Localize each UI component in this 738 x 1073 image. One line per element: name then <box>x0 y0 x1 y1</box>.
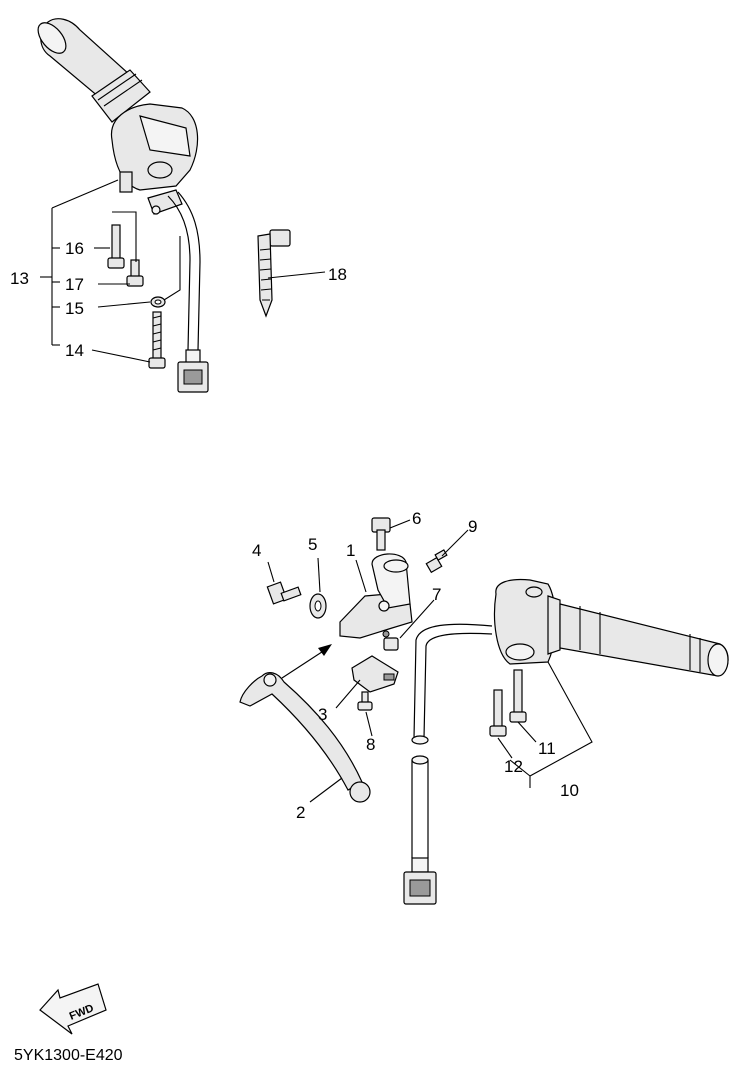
part-15-washer <box>150 296 166 308</box>
fwd-arrow-icon: FWD <box>39 983 107 1035</box>
callout-14: 14 <box>65 341 84 360</box>
callout-17: 17 <box>65 275 84 294</box>
right-switch-cable <box>403 623 493 905</box>
part-2-clutch-lever <box>239 644 371 803</box>
left-grip <box>37 18 151 123</box>
callout-11: 11 <box>538 739 556 758</box>
part-9-screw <box>425 549 448 574</box>
callout-13: 13 <box>10 269 29 288</box>
bottom-leaders <box>267 519 593 803</box>
part-14-bolt <box>148 311 166 369</box>
part-11-bolt <box>509 669 527 723</box>
part-5-locknut <box>309 593 327 619</box>
callout-10: 10 <box>560 781 579 800</box>
group-13-bracket <box>40 179 326 363</box>
callout-9: 9 <box>468 517 477 536</box>
callout-18: 18 <box>328 265 347 284</box>
callout-4: 4 <box>252 541 261 560</box>
part-16-screw <box>107 224 125 269</box>
part-17-screw <box>126 259 144 287</box>
part-7-nut <box>383 637 399 651</box>
callout-7: 7 <box>432 585 441 604</box>
callout-12: 12 <box>504 757 523 776</box>
right-switch-housing <box>493 578 561 665</box>
part-3-switch <box>351 655 399 693</box>
left-switch-cable <box>167 191 209 393</box>
callout-16: 16 <box>65 239 84 258</box>
part-4-adjuster-bolt <box>266 581 302 605</box>
part-8-screw <box>357 691 373 711</box>
part-1-lever-holder <box>339 553 413 639</box>
right-grip <box>559 603 729 677</box>
part-6-bolt <box>371 517 391 551</box>
callout-1: 1 <box>346 541 355 560</box>
diagram-code: 5YK1300-E420 <box>14 1047 123 1064</box>
callout-6: 6 <box>412 509 421 528</box>
part-18-cable-tie <box>257 229 291 318</box>
callout-15: 15 <box>65 299 84 318</box>
part-12-bolt <box>489 689 507 737</box>
callout-3: 3 <box>318 705 327 724</box>
callout-8: 8 <box>366 735 375 754</box>
callout-5: 5 <box>308 535 317 554</box>
left-switch-housing <box>110 103 199 215</box>
callout-2: 2 <box>296 803 305 822</box>
